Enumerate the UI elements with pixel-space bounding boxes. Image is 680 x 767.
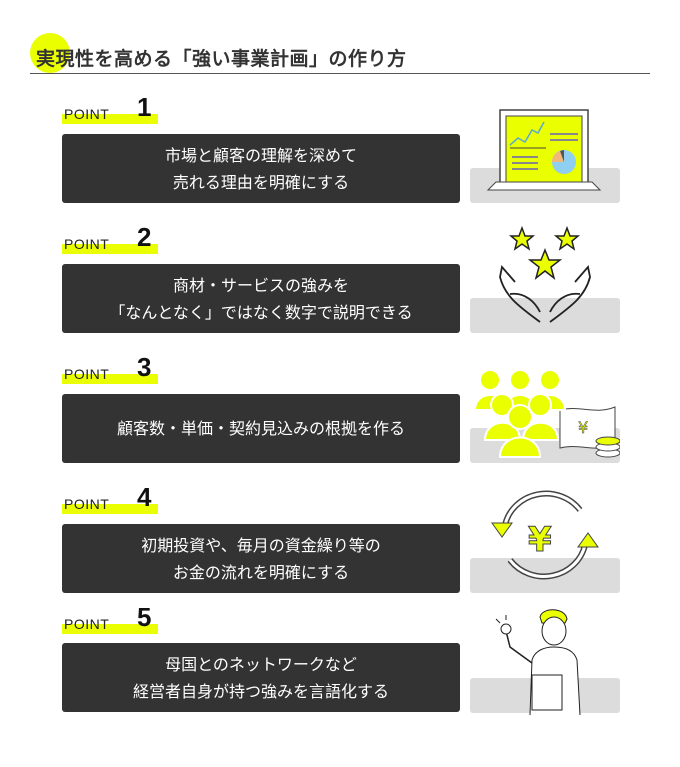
panel-2 bbox=[470, 298, 620, 333]
point-2-box: 商材・サービスの強みを「なんとなく」ではなく数字で説明できる bbox=[62, 264, 460, 333]
svg-text:¥: ¥ bbox=[578, 418, 588, 437]
page-title: 実現性を高める「強い事業計画」の作り方 bbox=[36, 48, 407, 70]
point-3-box: 顧客数・単価・契約見込みの根拠を作る bbox=[62, 394, 460, 463]
point-1-box: 市場と顧客の理解を深めて売れる理由を明確にする bbox=[62, 134, 460, 203]
yen-cycle-icon: ¥ bbox=[491, 490, 599, 580]
point-4-box: 初期投資や、毎月の資金繰り等のお金の流れを明確にする bbox=[62, 524, 460, 593]
svg-text:¥: ¥ bbox=[528, 520, 552, 560]
people-money-icon: ¥ bbox=[473, 369, 620, 458]
laptop-chart-icon bbox=[486, 109, 602, 191]
title-highlight-circle bbox=[30, 33, 70, 73]
title-divider bbox=[30, 73, 650, 74]
hands-stars-icon bbox=[499, 225, 591, 323]
businessperson-icon bbox=[495, 609, 581, 715]
point-5-box: 母国とのネットワークなど経営者自身が持つ強みを言語化する bbox=[62, 643, 460, 712]
